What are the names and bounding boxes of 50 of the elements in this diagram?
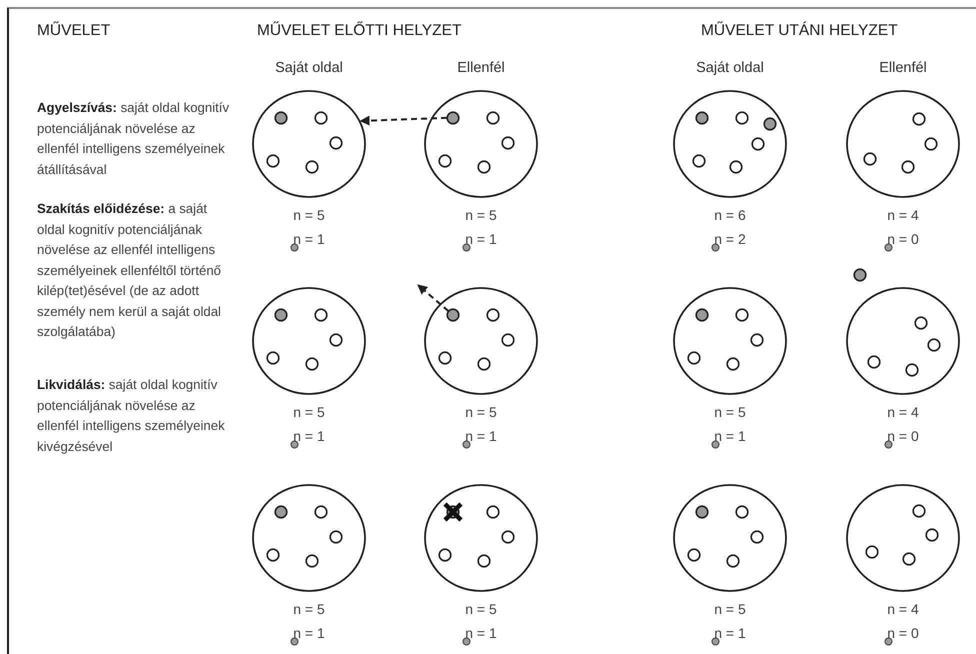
count-text: n = 5 <box>465 601 497 617</box>
operation-description: Agyelszívás: saját oldal kognitív potenciáljának növelése az ellenfél intelligens személyeinek átállításával <box>37 99 230 178</box>
group-circle <box>673 484 787 592</box>
count-text: n = 5 <box>465 404 497 420</box>
count-text: n = 1 <box>714 428 746 444</box>
dashed-arrow <box>360 116 448 126</box>
count-text: n = 5 <box>465 207 497 223</box>
group-circle <box>252 287 366 395</box>
group-circle <box>252 484 366 592</box>
column-subheading: Ellenfél <box>878 60 928 76</box>
person-dot <box>446 308 460 322</box>
person-dot <box>446 111 460 125</box>
group-circle <box>252 90 366 198</box>
count-text: n = 5 <box>293 404 325 420</box>
column-subheading: Ellenfél <box>456 60 506 76</box>
count-text: n = 0 <box>887 231 919 247</box>
group-circle <box>673 287 787 395</box>
count-text: n = 5 <box>293 601 325 617</box>
dashed-arrow <box>417 284 450 312</box>
count-text: n = 4 <box>887 601 919 617</box>
count-text: n = 0 <box>887 625 919 641</box>
count-text: n = 1 <box>293 625 325 641</box>
count-text: n = 1 <box>293 428 325 444</box>
count-text: n = 6 <box>714 207 746 223</box>
group-circle <box>424 90 538 198</box>
count-text: n = 1 <box>465 625 497 641</box>
operation-description: Likvidálás: saját oldal kognitív potenciáljának növelése az ellenfél intelligens személyeinek kivégzésével <box>37 376 226 456</box>
column-heading: MŰVELET <box>37 22 110 40</box>
group-circle <box>846 484 960 592</box>
count-text: n = 5 <box>714 404 746 420</box>
count-text: n = 1 <box>293 231 325 247</box>
count-text: n = 4 <box>887 404 919 420</box>
column-subheading: Saját oldal <box>695 60 765 76</box>
column-subheading: Saját oldal <box>274 60 344 76</box>
count-text: n = 1 <box>465 428 497 444</box>
count-text: n = 0 <box>887 428 919 444</box>
operation-description: Szakítás előidézése: a saját oldal kognitív potenciáljának növelése az ellenfél intelligens személyeinek ellenféltől történő kilép(tet)ésével (de az adott személy nem kerül a saját oldal szolgálatába) <box>37 200 222 341</box>
count-text: n = 1 <box>714 625 746 641</box>
column-heading: MŰVELET UTÁNI HELYZET <box>701 22 898 40</box>
group-circle <box>673 90 787 198</box>
count-text: n = 1 <box>465 231 497 247</box>
group-circle <box>846 287 960 395</box>
count-text: n = 4 <box>887 207 919 223</box>
group-circle <box>846 90 960 198</box>
count-text: n = 2 <box>714 231 746 247</box>
group-circle <box>424 287 538 395</box>
count-text: n = 5 <box>293 207 325 223</box>
count-text: n = 5 <box>714 601 746 617</box>
column-heading: MŰVELET ELŐTTI HELYZET <box>257 22 462 40</box>
group-circle <box>424 484 538 592</box>
